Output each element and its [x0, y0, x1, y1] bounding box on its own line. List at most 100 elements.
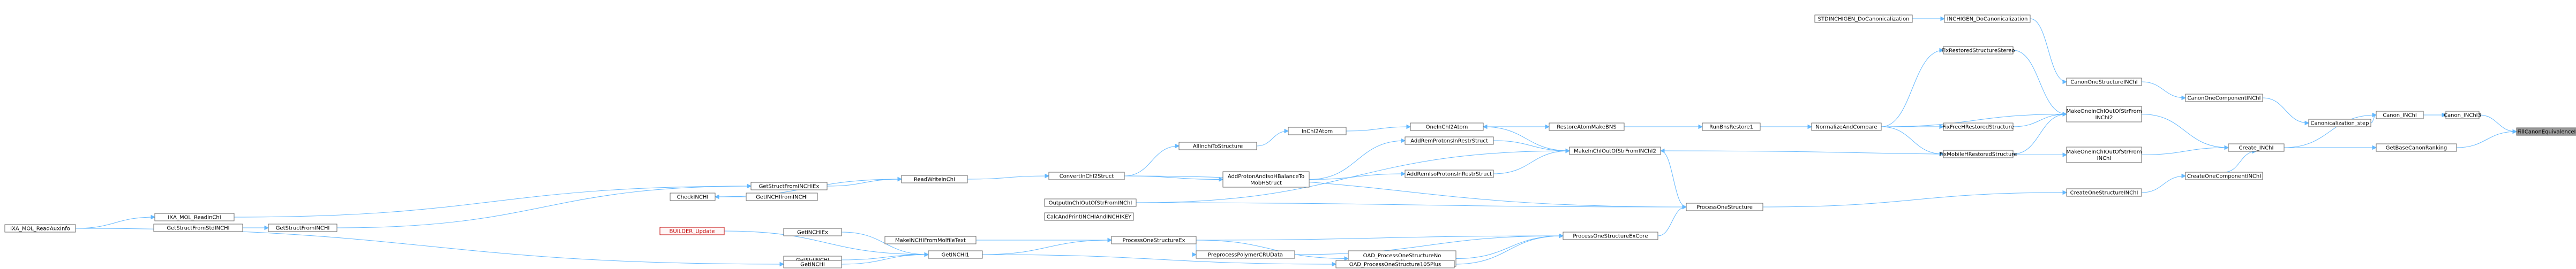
- call-edge: [976, 237, 1113, 243]
- function-node-label: ProcessOneStructureExCore: [1573, 234, 1648, 240]
- function-node[interactable]: MakeInChIOutOfStrFromINChI2: [1569, 147, 1661, 155]
- function-node-label: INCHIGEN_DoCanonicalization: [1947, 17, 2028, 22]
- function-node[interactable]: STDINCHIGEN_DoCanonicalization: [1814, 14, 1913, 23]
- call-edge: [982, 237, 1113, 255]
- function-node[interactable]: Canon_INChI: [2376, 111, 2424, 119]
- call-edge: [2224, 149, 2257, 173]
- function-node[interactable]: FixMobileHRestoredStructure: [1940, 150, 2017, 158]
- function-node[interactable]: FixRestoredStructureStereo: [1941, 46, 2015, 55]
- call-edge: [1196, 240, 1349, 261]
- function-node-box: [1288, 127, 1347, 135]
- function-node-box: [2308, 119, 2371, 127]
- call-edge: [1256, 128, 1289, 147]
- function-node-box: [2376, 111, 2424, 119]
- function-node-box: [1196, 250, 1295, 259]
- call-edge: [2141, 145, 2229, 155]
- function-node-label: RestoreAtomMakeBNS: [1557, 125, 1616, 130]
- function-node-label: CheckINCHI: [677, 195, 709, 201]
- call-edge: [967, 173, 1050, 180]
- function-node-box: [1405, 136, 1494, 145]
- function-node[interactable]: GetINCHI1: [928, 250, 983, 259]
- function-node[interactable]: IXA_MOL_ReadInChI: [154, 213, 235, 221]
- function-node[interactable]: CanonOneStructureINChI: [2066, 78, 2142, 86]
- function-node-label: MakeINCHIFromMolfileText: [895, 238, 966, 244]
- function-node[interactable]: ConvertInChI2Struct: [1048, 172, 1125, 180]
- function-node-box: [2066, 188, 2142, 197]
- function-node[interactable]: AllInchiToStructure: [1178, 142, 1257, 150]
- function-node[interactable]: AddRemProtonsInRestrStruct: [1405, 136, 1494, 145]
- function-node-box: [1549, 122, 1625, 131]
- function-node-box: [2376, 143, 2457, 152]
- function-node[interactable]: INCHIGEN_DoCanonicalization: [1944, 14, 2031, 23]
- function-node-box: [1222, 171, 1310, 188]
- call-edge: [2012, 112, 2068, 155]
- function-node-label: GetINCHI: [800, 262, 825, 268]
- function-node[interactable]: InChI2Atom: [1288, 127, 1347, 135]
- call-edge: [2456, 129, 2518, 148]
- function-node-box: [746, 193, 818, 201]
- call-edge: [1124, 175, 1687, 210]
- function-node[interactable]: GetINCHIfromINCHI: [746, 193, 818, 201]
- call-edge: [75, 214, 156, 229]
- function-node[interactable]: CreateOneComponentINChI: [2185, 172, 2263, 180]
- function-node-label: ConvertInChI2Struct: [1060, 174, 1114, 180]
- call-edge: [1454, 233, 1564, 265]
- call-edge: [2141, 81, 2187, 101]
- function-node[interactable]: GetBaseCanonRanking: [2376, 143, 2457, 152]
- function-node[interactable]: PreprocessPolymerCRUData: [1196, 250, 1295, 259]
- function-node-box: [928, 250, 983, 259]
- function-node[interactable]: GetStructFromStdINCHI: [153, 224, 243, 232]
- function-node-box: [1178, 142, 1257, 150]
- function-node-box: [153, 224, 243, 232]
- function-node[interactable]: CanonOneComponentINChI: [2185, 94, 2263, 102]
- function-node-box: [1335, 260, 1455, 268]
- function-node-label: RunBnsRestore1: [1709, 125, 1753, 130]
- function-node-label: CreateOneComponentINChI: [2187, 174, 2261, 180]
- function-node[interactable]: OneInChI2Atom: [1410, 122, 1484, 131]
- function-node[interactable]: GetINCHIEx: [783, 228, 842, 236]
- function-node[interactable]: BUILDER_Update: [659, 227, 725, 235]
- call-graph-nodes: FillCanonEquivalenceInfoCanon_INChI3Cano…: [4, 14, 2576, 268]
- function-node[interactable]: MakeINCHIFromMolfileText: [884, 236, 977, 244]
- function-node[interactable]: FillCanonEquivalenceInfo: [2516, 127, 2576, 136]
- function-node-label: GetStructFromINCHIEx: [759, 184, 820, 190]
- function-node[interactable]: GetStructFromINCHI: [268, 224, 337, 232]
- function-node-box: [1569, 147, 1661, 155]
- function-node[interactable]: RunBnsRestore1: [1702, 122, 1761, 131]
- function-node[interactable]: CheckINCHI: [670, 193, 716, 201]
- function-node[interactable]: ProcessOneStructureExCore: [1563, 232, 1658, 240]
- function-node[interactable]: OutputInChIOutOfStrFromINChI: [1044, 198, 1137, 207]
- function-node[interactable]: CalcAndPrintINCHIAndINCHIKEY: [1044, 212, 1134, 221]
- call-edge: [827, 176, 903, 187]
- function-node[interactable]: FixFreeHRestoredStructure: [1942, 122, 2014, 131]
- function-node[interactable]: AddRemIsoProtonsInRestrStruct: [1405, 170, 1494, 178]
- function-node[interactable]: Create_INChI: [2228, 143, 2285, 152]
- function-node[interactable]: CreateOneStructureINChI: [2066, 188, 2142, 197]
- function-node[interactable]: Canonicalization_step: [2308, 119, 2371, 127]
- function-node[interactable]: NormalizeAndCompare: [1811, 122, 1882, 131]
- function-node[interactable]: RestoreAtomMakeBNS: [1549, 122, 1625, 131]
- function-node[interactable]: IXA_MOL_ReadAuxInfo: [4, 224, 76, 233]
- function-node[interactable]: GetINCHI: [783, 260, 842, 268]
- function-node[interactable]: ReadWriteInChI: [901, 175, 968, 183]
- function-node-box: [4, 224, 76, 233]
- function-node[interactable]: GetStructFromINCHIEx: [750, 182, 828, 190]
- call-edge: [2423, 112, 2447, 118]
- function-node-label: FixFreeHRestoredStructure: [1942, 125, 2014, 130]
- call-edge: [1346, 124, 1411, 132]
- function-node-label: ReadWriteInChI: [914, 177, 955, 183]
- function-node-label: ProcessOneStructureEx: [1122, 238, 1185, 244]
- function-node[interactable]: OAD_ProcessOneStructure105Plus: [1335, 260, 1455, 268]
- function-node-box: [659, 227, 725, 235]
- function-node-label: NormalizeAndCompare: [1815, 125, 1877, 130]
- call-edge: [336, 183, 752, 228]
- function-node[interactable]: ProcessOneStructureEx: [1111, 236, 1197, 244]
- function-node[interactable]: ProcessOneStructure: [1686, 203, 1763, 211]
- function-node[interactable]: Canon_INChI3: [2444, 111, 2481, 119]
- function-node-box: [2516, 127, 2576, 136]
- function-node-box: [1944, 14, 2031, 23]
- function-node-label: IXA_MOL_ReadInChI: [168, 215, 221, 221]
